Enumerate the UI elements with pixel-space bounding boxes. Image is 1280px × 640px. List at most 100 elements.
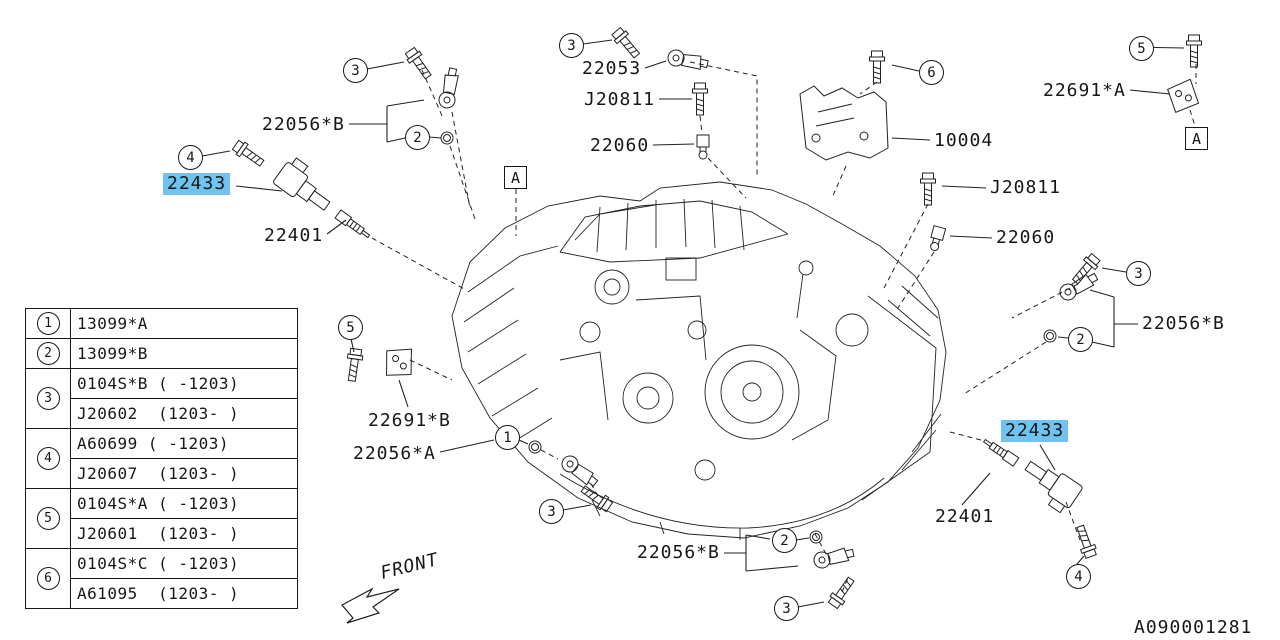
part-label-22691a: 22691*A: [1043, 80, 1126, 101]
hardware-icons: [230, 25, 1202, 611]
callout-2: 2: [405, 125, 430, 150]
table-row: 4 A60699 ( -1203): [25, 428, 298, 489]
legend-part-cell: J20602 (1203- ): [70, 398, 298, 429]
callout-3: 3: [539, 499, 564, 524]
leader-lines: [201, 39, 1185, 608]
bolt-icon: [403, 45, 435, 82]
dashed-reference-lines: [371, 61, 1197, 593]
part-label-22053: 22053: [582, 58, 642, 79]
bolt-icon: [1186, 34, 1202, 68]
legend-callout-cell: 6: [25, 548, 71, 609]
clamp-icon: [696, 134, 710, 160]
bracket-icon: [1166, 78, 1200, 114]
callout-3: 3: [559, 33, 584, 58]
cam-sensor-icon: [812, 545, 856, 570]
o-ring-icon: [1043, 329, 1057, 343]
crank-sensor-icon: [558, 452, 601, 491]
part-label-j20811-right: J20811: [990, 177, 1062, 198]
callout-6: 6: [36, 567, 60, 590]
engine-drawing: [451, 181, 947, 540]
callout-1: 1: [495, 425, 520, 450]
legend-part-cell: A61095 (1203- ): [70, 578, 298, 609]
table-row: 3 0104S*B ( -1203): [25, 368, 298, 429]
diagram-code: A090001281: [1134, 617, 1253, 638]
callout-1: 1: [36, 312, 60, 335]
bolt-icon: [869, 50, 885, 84]
section-marker-a: A: [504, 166, 527, 189]
bracket-icon: [382, 344, 416, 380]
cam-sensor-icon: [437, 66, 462, 110]
callout-5: 5: [1129, 36, 1154, 61]
callout-2: 2: [772, 528, 797, 553]
front-arrow-icon: [341, 587, 400, 624]
part-label-22433-left-highlighted: 22433: [163, 173, 231, 195]
o-ring-icon: [809, 530, 823, 544]
bolt-icon: [343, 347, 365, 383]
part-label-10004: 10004: [934, 130, 994, 151]
bolt-icon: [1068, 251, 1103, 287]
bolt-icon: [920, 172, 936, 206]
legend-table: 1 13099*A 2 13099*B 3 0104S*B ( -1203) J…: [25, 308, 298, 609]
callout-5: 5: [36, 507, 60, 530]
part-label-22060-right: 22060: [996, 227, 1056, 248]
part-label-22401-right: 22401: [935, 506, 995, 527]
part-label-22691b: 22691*B: [368, 410, 451, 431]
part-label-22060-top: 22060: [590, 135, 650, 156]
section-marker-a: A: [1185, 127, 1208, 150]
table-row: 6 0104S*C ( -1203): [25, 548, 298, 609]
bolt-icon: [230, 138, 267, 170]
cam-sensor-icon: [1056, 269, 1101, 304]
callout-3: 3: [343, 58, 368, 83]
table-row: A61095 (1203- ): [26, 578, 298, 609]
table-row: 2 13099*B: [25, 338, 298, 369]
legend-callout-cell: 4: [25, 428, 71, 489]
part-label-22056b-bottom: 22056*B: [637, 542, 720, 563]
part-label-22056a: 22056*A: [353, 443, 436, 464]
bolt-icon: [826, 574, 858, 611]
legend-part-cell: 0104S*C ( -1203): [70, 548, 298, 579]
legend-part-cell: 13099*B: [70, 338, 298, 369]
o-ring-icon: [528, 440, 542, 454]
bolt-icon: [1072, 523, 1099, 560]
legend-part-cell: J20601 (1203- ): [70, 518, 298, 549]
table-row: 1 13099*A: [25, 308, 298, 339]
clamp-icon: [927, 225, 947, 253]
o-ring-icon: [440, 131, 454, 145]
legend-part-cell: 13099*A: [70, 308, 298, 339]
legend-part-cell: 0104S*A ( -1203): [70, 488, 298, 519]
cam-sensor-icon: [666, 48, 710, 73]
callout-3: 3: [1126, 261, 1151, 286]
table-row: 5 0104S*A ( -1203): [25, 488, 298, 549]
legend-part-cell: J20607 (1203- ): [70, 458, 298, 489]
callout-2: 2: [36, 342, 60, 365]
part-label-22401-left: 22401: [264, 225, 324, 246]
legend-callout-cell: 2: [25, 338, 71, 369]
part-label-22433-right-highlighted: 22433: [1001, 420, 1069, 442]
part-label-j20811-top: J20811: [584, 89, 656, 110]
callout-3: 3: [774, 596, 799, 621]
ignition-coil-icon: [271, 154, 340, 218]
ignition-coil-icon: [1015, 454, 1084, 516]
legend-part-cell: 0104S*B ( -1203): [70, 368, 298, 399]
callout-5: 5: [338, 315, 363, 340]
legend-callout-cell: 1: [25, 308, 71, 339]
part-label-22056b-topleft: 22056*B: [262, 114, 345, 135]
part-label-22056b-right: 22056*B: [1142, 313, 1225, 334]
callout-2: 2: [1068, 327, 1093, 352]
spark-plug-icon: [334, 209, 373, 241]
bolt-icon: [609, 25, 644, 61]
callout-3: 3: [36, 387, 60, 410]
legend-part-cell: A60699 ( -1203): [70, 428, 298, 459]
table-row: J20602 (1203- ): [26, 398, 298, 429]
callout-4: 4: [1066, 564, 1091, 589]
legend-callout-cell: 3: [25, 368, 71, 429]
callout-6: 6: [919, 60, 944, 85]
callout-4: 4: [178, 145, 203, 170]
table-row: J20607 (1203- ): [26, 458, 298, 489]
bolt-icon: [692, 82, 708, 116]
callout-4: 4: [36, 447, 60, 470]
table-row: J20601 (1203- ): [26, 518, 298, 549]
bracket-10004-icon: [799, 85, 889, 161]
